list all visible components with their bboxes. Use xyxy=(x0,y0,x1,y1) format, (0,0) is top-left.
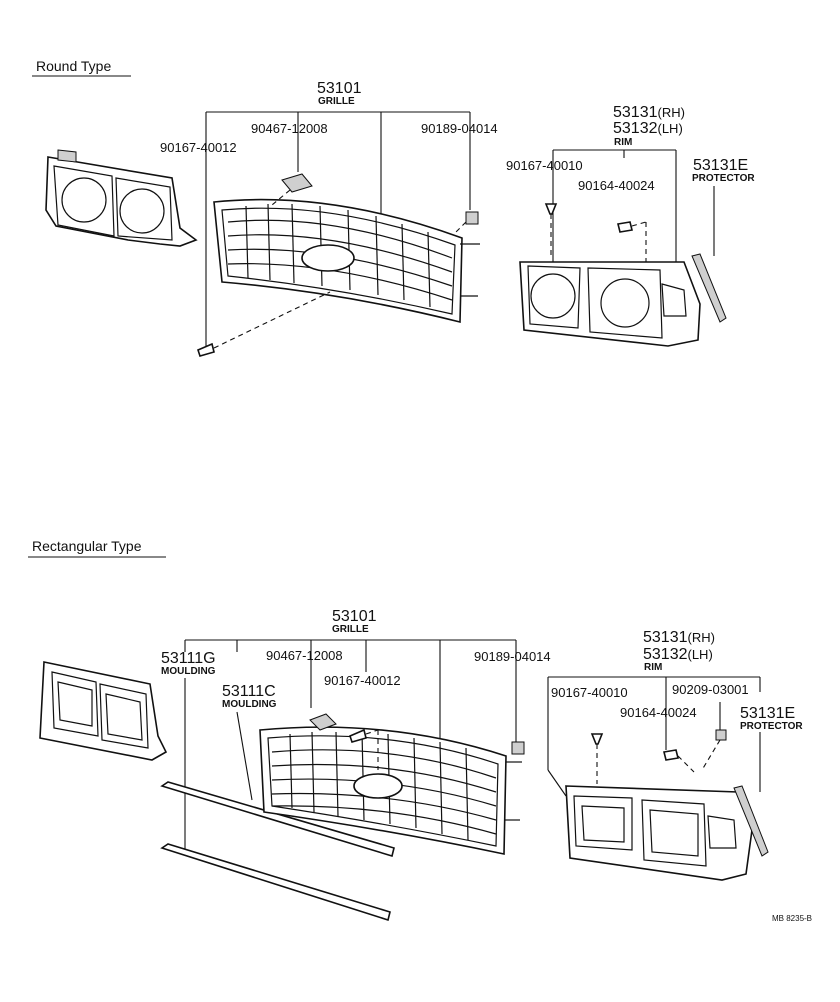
rect-moulding-c-number: 53111C xyxy=(222,683,276,700)
round-label-90167-grille: 90167-40012 xyxy=(160,140,237,155)
round-grille-name: GRILLE xyxy=(318,96,355,107)
round-grille xyxy=(213,198,480,324)
rect-label-90209: 90209-03001 xyxy=(672,682,749,697)
rect-moulding-g-name: MOULDING xyxy=(161,666,216,677)
round-grille-number: 53101 xyxy=(317,80,362,97)
rect-headlamp-housing xyxy=(39,661,168,761)
rect-label-90467: 90467-12008 xyxy=(266,648,343,663)
rect-type-title: Rectangular Type xyxy=(32,538,142,554)
round-headlamp-housing xyxy=(45,149,198,247)
rect-rim-name: RIM xyxy=(644,662,662,673)
round-type-section: Round Type 53101 GRILLE 90467-12008 9018… xyxy=(32,58,755,357)
rect-screw-90164 xyxy=(663,749,695,773)
round-rim-rh-number: 53131(RH) xyxy=(613,104,685,121)
rect-moulding-c-name: MOULDING xyxy=(222,699,277,710)
round-rim-lh-number: 53132(LH) xyxy=(613,120,683,137)
rect-label-90164: 90164-40024 xyxy=(620,705,697,720)
rect-grille xyxy=(259,726,522,855)
round-label-90167-rim: 90167-40010 xyxy=(506,158,583,173)
rect-moulding-53111c xyxy=(160,781,395,858)
rect-rim-rh-number: 53131(RH) xyxy=(643,629,715,646)
round-label-90189: 90189-04014 xyxy=(421,121,498,136)
rect-rim xyxy=(565,785,753,881)
round-screw-90167 xyxy=(197,291,331,357)
round-screw-90167-rim xyxy=(544,203,558,256)
rect-screw-90167-rim xyxy=(590,733,604,784)
round-type-title: Round Type xyxy=(36,58,111,74)
rect-protector-number: 53131E xyxy=(740,705,795,722)
rect-nut-90189 xyxy=(511,741,525,755)
round-label-90164: 90164-40024 xyxy=(578,178,655,193)
round-nut-90189 xyxy=(455,211,479,233)
rectangular-type-section: Rectangular Type 53101 GRILLE 53111G MOU… xyxy=(28,538,812,923)
rect-nut-90209 xyxy=(701,729,727,771)
rect-grille-number: 53101 xyxy=(332,608,377,625)
rect-label-90167-grille: 90167-40012 xyxy=(324,673,401,688)
rect-moulding-g-number: 53111G xyxy=(161,650,216,667)
round-rim xyxy=(519,261,701,347)
rect-screw-90167 xyxy=(349,728,379,770)
rect-clip-90467 xyxy=(309,713,337,731)
rect-protector xyxy=(733,785,769,857)
round-protector-name: PROTECTOR xyxy=(692,173,755,184)
rect-protector-name: PROTECTOR xyxy=(740,721,803,732)
rect-rim-lh-number: 53132(LH) xyxy=(643,646,713,663)
round-rim-name: RIM xyxy=(614,137,632,148)
round-screw-90164 xyxy=(617,221,647,266)
rect-grille-name: GRILLE xyxy=(332,624,369,635)
round-protector-number: 53131E xyxy=(693,157,748,174)
round-protector xyxy=(691,253,727,323)
round-label-90467: 90467-12008 xyxy=(251,121,328,136)
catalog-code: MB 8235-B xyxy=(772,914,812,923)
rect-moulding-53111g xyxy=(160,843,391,922)
round-clip-90467 xyxy=(271,173,313,206)
rect-label-90167-rim: 90167-40010 xyxy=(551,685,628,700)
rect-label-90189: 90189-04014 xyxy=(474,649,551,664)
